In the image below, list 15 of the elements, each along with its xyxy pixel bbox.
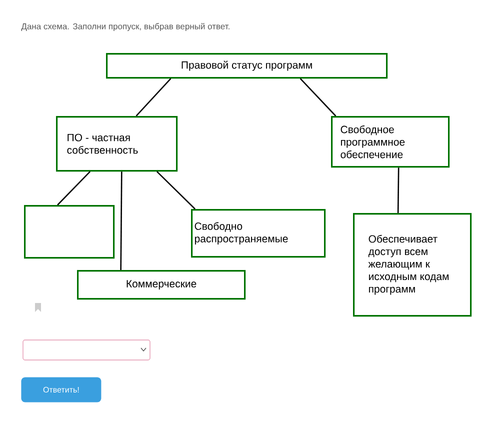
- connector-line: [136, 78, 172, 116]
- concept-box: Обеспечивает доступ всем желающим к исходным кодам программ: [353, 213, 472, 317]
- connector-line: [300, 78, 336, 116]
- concept-box: ПО - частная собственность: [56, 116, 178, 172]
- answer-button: Ответить!: [21, 377, 102, 402]
- connector-line: [156, 171, 196, 210]
- concept-box: Свободное программное обеспечение: [331, 116, 450, 168]
- connector-line: [57, 171, 91, 206]
- connector-line: [120, 172, 122, 270]
- connector-line: [397, 168, 400, 213]
- instruction-text: Дана схема. Заполни пропуск, выбрав верный ответ.: [21, 22, 230, 32]
- concept-box: Коммерческие: [77, 270, 246, 300]
- concept-box: Свободно распространяемые: [191, 209, 326, 258]
- blank-box: [24, 205, 115, 259]
- concept-box: Правовой статус программ: [106, 53, 388, 79]
